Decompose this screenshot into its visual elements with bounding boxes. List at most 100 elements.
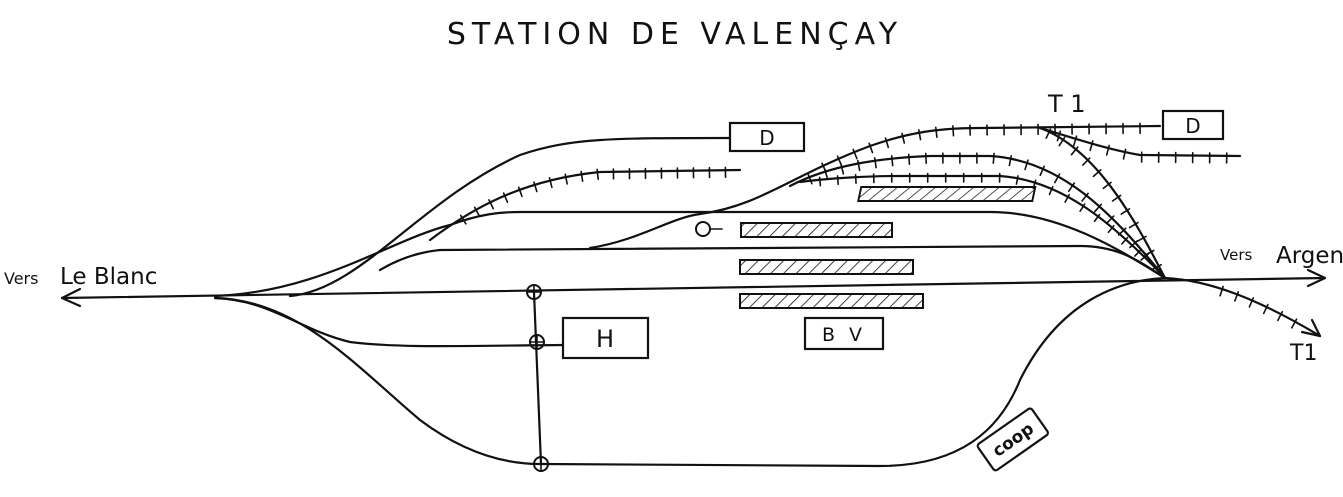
bv-building: B V bbox=[803, 316, 885, 351]
rail-tie bbox=[580, 170, 584, 183]
rail-tie bbox=[836, 175, 839, 186]
direction-left-name: Le Blanc bbox=[60, 264, 157, 290]
rail-tie bbox=[1151, 263, 1163, 271]
rail-tie bbox=[823, 168, 829, 180]
rail-tie bbox=[1277, 310, 1284, 322]
rail-tie bbox=[1008, 155, 1013, 167]
rail-tie bbox=[1140, 252, 1150, 261]
rail-tie bbox=[1129, 240, 1139, 249]
rail-tie bbox=[1079, 203, 1086, 212]
direction-right-name: Argent bbox=[1276, 243, 1343, 269]
platform-4 bbox=[739, 293, 924, 309]
platform-1 bbox=[857, 186, 1037, 202]
rail-tie bbox=[1056, 130, 1062, 142]
rail-tie bbox=[934, 126, 938, 138]
rail-tie bbox=[857, 159, 861, 172]
rail-tie bbox=[807, 173, 813, 185]
rail-tie bbox=[1102, 181, 1112, 190]
halle-label: H bbox=[596, 325, 614, 353]
rail-tie bbox=[473, 206, 481, 217]
halle-building: H bbox=[561, 316, 650, 360]
rail-tie bbox=[1048, 185, 1054, 196]
rail-tie bbox=[1234, 291, 1240, 302]
rail-tie bbox=[1219, 285, 1224, 297]
t1-branch bbox=[1163, 276, 1322, 338]
rail-tie bbox=[1092, 169, 1102, 178]
direction-left-prefix: Vers bbox=[4, 269, 38, 288]
coop-building: coop bbox=[976, 407, 1049, 472]
arrow-t1 bbox=[1300, 318, 1322, 338]
rail-tie bbox=[1024, 159, 1029, 171]
track-t1-upper bbox=[588, 124, 1162, 250]
rail-tie bbox=[1067, 182, 1076, 193]
rail-tie bbox=[596, 168, 599, 181]
platform-3 bbox=[739, 259, 914, 275]
rail-tie bbox=[564, 173, 568, 185]
rail-tie bbox=[1089, 140, 1094, 152]
rail-tie bbox=[1015, 175, 1019, 185]
depot-right-label: D bbox=[1185, 114, 1200, 138]
rail-tie bbox=[1107, 224, 1115, 234]
direction-left: Vers Le Blanc bbox=[4, 264, 157, 290]
rail-tie bbox=[1039, 165, 1045, 177]
rail-tie bbox=[517, 186, 523, 198]
bv-label: B V bbox=[822, 324, 866, 346]
rail-tie bbox=[852, 148, 858, 160]
rail-tie bbox=[1291, 318, 1298, 329]
turntable-1 bbox=[526, 284, 542, 300]
track-siding-1 bbox=[428, 168, 742, 242]
rail-tie bbox=[1121, 236, 1129, 245]
arrow-right bbox=[1306, 268, 1327, 288]
rail-tie bbox=[868, 142, 874, 154]
direction-right: Vers Argent bbox=[1220, 243, 1343, 269]
rail-tie bbox=[459, 214, 467, 225]
rail-tie bbox=[1093, 203, 1103, 213]
rail-tie bbox=[1105, 144, 1110, 156]
diagram-title: STATION DE VALENÇAY bbox=[447, 17, 903, 52]
rail-tie bbox=[1058, 136, 1066, 147]
track-loop-2 bbox=[378, 244, 1167, 280]
rail-tie bbox=[548, 177, 553, 189]
t1-top-label: T 1 bbox=[1047, 90, 1086, 118]
rail-tie bbox=[1134, 249, 1142, 257]
rail-tie bbox=[1082, 157, 1091, 166]
rail-tie bbox=[992, 152, 995, 165]
signal bbox=[695, 221, 723, 237]
transfer-line bbox=[532, 290, 543, 466]
main-line bbox=[60, 276, 1327, 300]
t1-bottom-label: T1 bbox=[1289, 341, 1317, 366]
rail-tie bbox=[840, 163, 845, 175]
turntable-3 bbox=[533, 456, 549, 472]
rail-tie bbox=[918, 129, 922, 141]
track-curve-b bbox=[788, 154, 1167, 280]
rail-tie bbox=[1120, 208, 1131, 215]
rail-tie bbox=[1106, 215, 1115, 224]
rail-tie bbox=[890, 155, 894, 167]
rail-tie bbox=[1136, 235, 1147, 243]
track-to-depot-right bbox=[1038, 126, 1242, 158]
track-halle bbox=[213, 296, 567, 348]
rail-tie bbox=[1128, 221, 1139, 229]
rail-tie bbox=[818, 176, 822, 187]
depot-right: D bbox=[1161, 109, 1225, 141]
depot-left-label: D bbox=[759, 126, 774, 150]
rail-tie bbox=[1045, 128, 1052, 139]
rail-tie bbox=[1262, 303, 1269, 315]
depot-left: D bbox=[728, 121, 806, 153]
track-curve-a bbox=[1038, 126, 1167, 280]
rail-tie bbox=[907, 153, 911, 165]
track-coop bbox=[213, 276, 1167, 468]
rail-tie bbox=[884, 137, 890, 149]
rail-tie bbox=[873, 157, 877, 169]
rail-tie bbox=[1248, 297, 1255, 308]
track-depot-left bbox=[288, 136, 732, 298]
rail-tie bbox=[533, 181, 538, 193]
track-loop-1 bbox=[213, 210, 1167, 298]
rail-tie bbox=[1117, 227, 1127, 236]
rail-tie bbox=[1070, 146, 1079, 156]
rail-tie bbox=[1122, 148, 1127, 160]
rail-tie bbox=[488, 199, 495, 210]
rail-tie bbox=[901, 132, 906, 144]
